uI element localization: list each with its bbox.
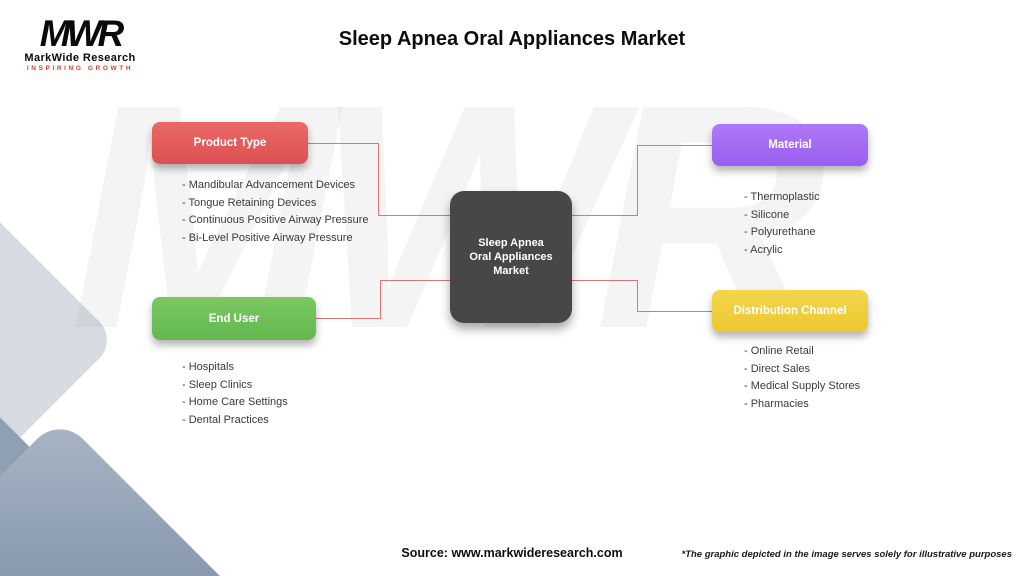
- center-node-label: Sleep Apnea Oral Appliances Market: [469, 237, 553, 277]
- connector-line: [637, 145, 712, 146]
- disclaimer-text: *The graphic depicted in the image serve…: [681, 549, 1013, 560]
- product-type-list: - Mandibular Advancement Devices - Tongu…: [182, 177, 368, 247]
- list-item: - Direct Sales: [744, 362, 811, 375]
- connector-line: [637, 145, 638, 216]
- category-box-end-user: End User: [152, 297, 316, 340]
- connector-line: [637, 280, 638, 312]
- source-label: Source:: [401, 546, 448, 560]
- markwide-logo: MWR MarkWide Research INSPIRING GROWTH: [20, 13, 140, 73]
- center-node: Sleep Apnea Oral Appliances Market: [450, 191, 572, 323]
- category-box-product-type: Product Type: [152, 122, 308, 164]
- source-url: www.markwideresearch.com: [451, 546, 623, 560]
- list-item: - Acrylic: [744, 243, 783, 256]
- category-box-material: Material: [712, 124, 868, 166]
- logo-acronym: MWR: [39, 13, 124, 54]
- category-label: Product Type: [193, 137, 267, 149]
- list-item: - Continuous Positive Airway Pressure: [182, 214, 369, 226]
- logo-name: MarkWide Research: [24, 52, 136, 64]
- list-item: - Pharmacies: [744, 397, 809, 410]
- list-item: - Tongue Retaining Devices: [182, 196, 317, 209]
- list-item: - Silicone: [744, 208, 790, 221]
- list-item: - Polyurethane: [744, 226, 816, 238]
- connector-line: [378, 215, 450, 216]
- list-item: - Home Care Settings: [182, 396, 288, 408]
- connector-line: [316, 318, 380, 319]
- connector-line: [378, 143, 379, 216]
- connector-line: [380, 280, 450, 281]
- connector-line: [380, 280, 381, 319]
- list-item: - Bi-Level Positive Airway Pressure: [182, 231, 353, 244]
- distribution-channel-list: - Online Retail - Direct Sales - Medical…: [744, 343, 860, 413]
- list-item: - Mandibular Advancement Devices: [182, 179, 356, 191]
- logo-tagline: INSPIRING GROWTH: [26, 65, 134, 72]
- category-label: Distribution Channel: [733, 305, 847, 317]
- list-item: - Dental Practices: [182, 413, 269, 426]
- list-item: - Hospitals: [182, 361, 234, 373]
- category-label: End User: [208, 312, 260, 325]
- end-user-list: - Hospitals - Sleep Clinics - Home Care …: [182, 359, 288, 429]
- list-item: - Sleep Clinics: [182, 378, 253, 391]
- list-item: - Medical Supply Stores: [744, 380, 861, 392]
- connector-line: [308, 143, 378, 144]
- category-box-distribution-channel: Distribution Channel: [712, 290, 868, 332]
- category-label: Material: [768, 139, 812, 151]
- list-item: - Thermoplastic: [744, 191, 820, 203]
- list-item: - Online Retail: [744, 345, 814, 357]
- source-line: Source: www.markwideresearch.com: [0, 546, 1024, 560]
- connector-line: [572, 280, 637, 281]
- connector-line: [637, 311, 712, 312]
- connector-line: [572, 215, 637, 216]
- material-list: - Thermoplastic - Silicone - Polyurethan…: [744, 189, 820, 259]
- page-title: Sleep Apnea Oral Appliances Market: [338, 28, 686, 50]
